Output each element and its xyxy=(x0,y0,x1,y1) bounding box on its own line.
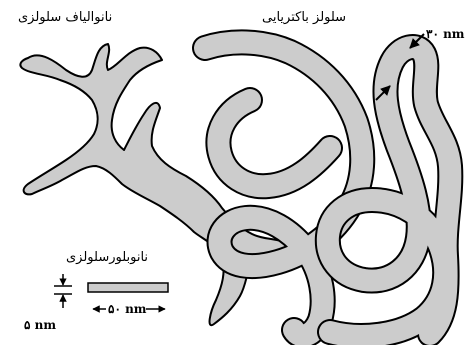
crystal-thickness-label: ۵ nm xyxy=(24,318,56,332)
crystal-length-label: ۵۰ nm xyxy=(108,302,147,316)
bacterial-thickness-label: ۳۰ nm xyxy=(426,27,465,41)
bacterial-title: سلولز باکتریایی xyxy=(262,10,346,25)
nanocrystal-title: نانوبلورسلولزی xyxy=(66,250,148,265)
nanocrystal-bar xyxy=(88,283,168,292)
nanofiber-title: نانوالیاف سلولزی xyxy=(18,10,112,25)
